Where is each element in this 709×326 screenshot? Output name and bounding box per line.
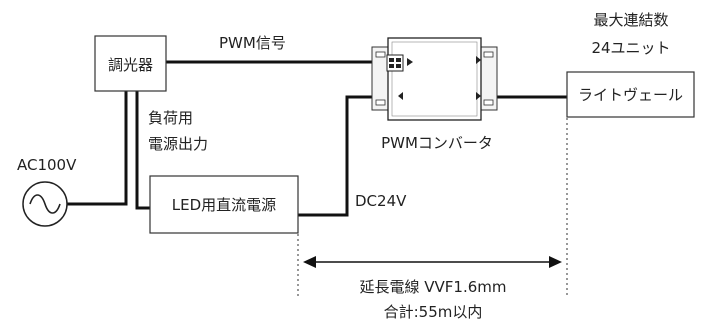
ac-input-wire (66, 89, 128, 206)
sine-wave-icon (29, 194, 61, 214)
dimmer-label: 調光器 (108, 56, 153, 74)
led-psu-box: LED用直流電源 (149, 175, 299, 234)
light-veil-label: ライトヴェール (578, 86, 683, 104)
ac-source-symbol (22, 181, 68, 227)
dimension-arrow-left-icon (303, 256, 316, 268)
cable-length-label: 合計:55m以内 (384, 303, 483, 321)
led-psu-label: LED用直流電源 (172, 196, 276, 214)
ac-source-label: AC100V (17, 156, 77, 174)
load-power-label-line1: 負荷用 (148, 109, 193, 127)
pwm-converter-device (371, 37, 498, 121)
dimmer-box: 調光器 (94, 35, 167, 92)
pwm-signal-label: PWM信号 (219, 34, 286, 52)
max-units-label-line1: 最大連結数 (593, 11, 668, 29)
load-power-wire (135, 89, 152, 210)
dimension-arrow-right-icon (549, 256, 562, 268)
max-units-label-line2: 24ユニット (591, 39, 670, 57)
dc24v-wire (296, 95, 376, 217)
dc24v-label: DC24V (355, 192, 407, 210)
wiring (66, 60, 570, 217)
converter-label: PWMコンバータ (381, 134, 493, 152)
load-power-label-line2: 電源出力 (148, 135, 208, 153)
light-veil-box: ライトヴェール (566, 71, 695, 118)
cable-length-dimension (297, 118, 568, 297)
cable-spec-label: 延長電線 VVF1.6mm (360, 278, 507, 296)
